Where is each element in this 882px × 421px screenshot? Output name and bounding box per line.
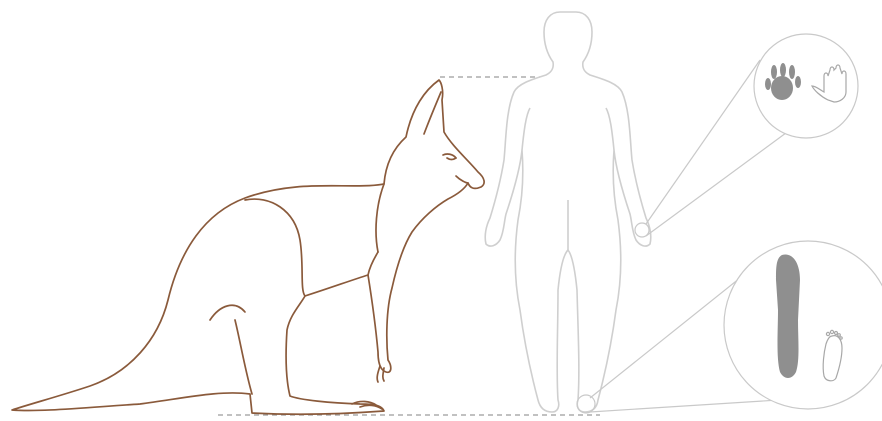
kangaroo-outline bbox=[12, 80, 484, 414]
hand-callout bbox=[635, 34, 858, 237]
kangaroo-foot-icon bbox=[776, 254, 800, 378]
foot-callout bbox=[577, 241, 882, 413]
human-outline bbox=[485, 12, 651, 412]
